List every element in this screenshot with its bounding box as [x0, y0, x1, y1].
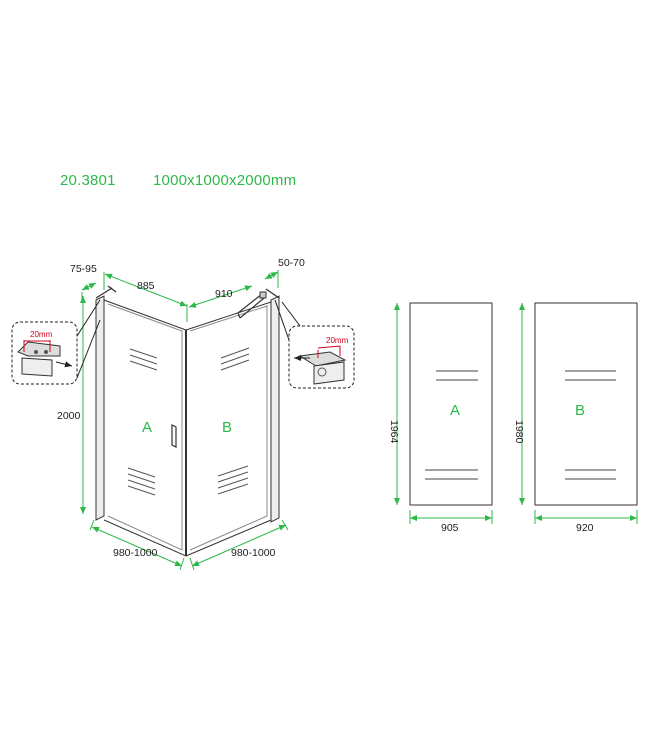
right-detail-20mm: 20mm — [326, 336, 349, 345]
door-handle — [171, 424, 177, 448]
dim-left-adjust: 75-95 — [70, 263, 97, 275]
left-wall-profile — [95, 295, 105, 521]
dim-right-bottom: 980-1000 — [231, 547, 276, 559]
dim-left-panel-width: 885 — [137, 280, 155, 292]
panel-b-height: 1980 — [513, 420, 525, 444]
panel-b-flat-label: B — [575, 402, 585, 419]
left-detail-20mm: 20mm — [30, 330, 53, 339]
product-dimensions: 1000x1000x2000mm — [153, 172, 297, 189]
iso-dimensions — [80, 270, 289, 571]
panel-a-label: A — [142, 419, 152, 436]
panel-b-label: B — [222, 419, 232, 436]
dim-right-adjust: 50-70 — [278, 257, 305, 269]
panel-b-drawing — [519, 302, 638, 524]
dim-height: 2000 — [57, 410, 81, 422]
dim-left-bottom: 980-1000 — [113, 547, 158, 559]
model-code: 20.3801 — [60, 172, 116, 189]
iso-enclosure — [95, 285, 280, 557]
dim-right-panel-width: 910 — [215, 288, 233, 300]
right-detail-callout — [274, 299, 355, 389]
right-wall-profile — [270, 295, 280, 523]
panel-b-width: 920 — [576, 522, 594, 534]
panel-a-flat-label: A — [450, 402, 460, 419]
panel-a-height: 1964 — [388, 420, 400, 444]
panel-a-drawing — [394, 302, 493, 524]
left-detail-callout — [11, 299, 101, 385]
panel-a-width: 905 — [441, 522, 459, 534]
